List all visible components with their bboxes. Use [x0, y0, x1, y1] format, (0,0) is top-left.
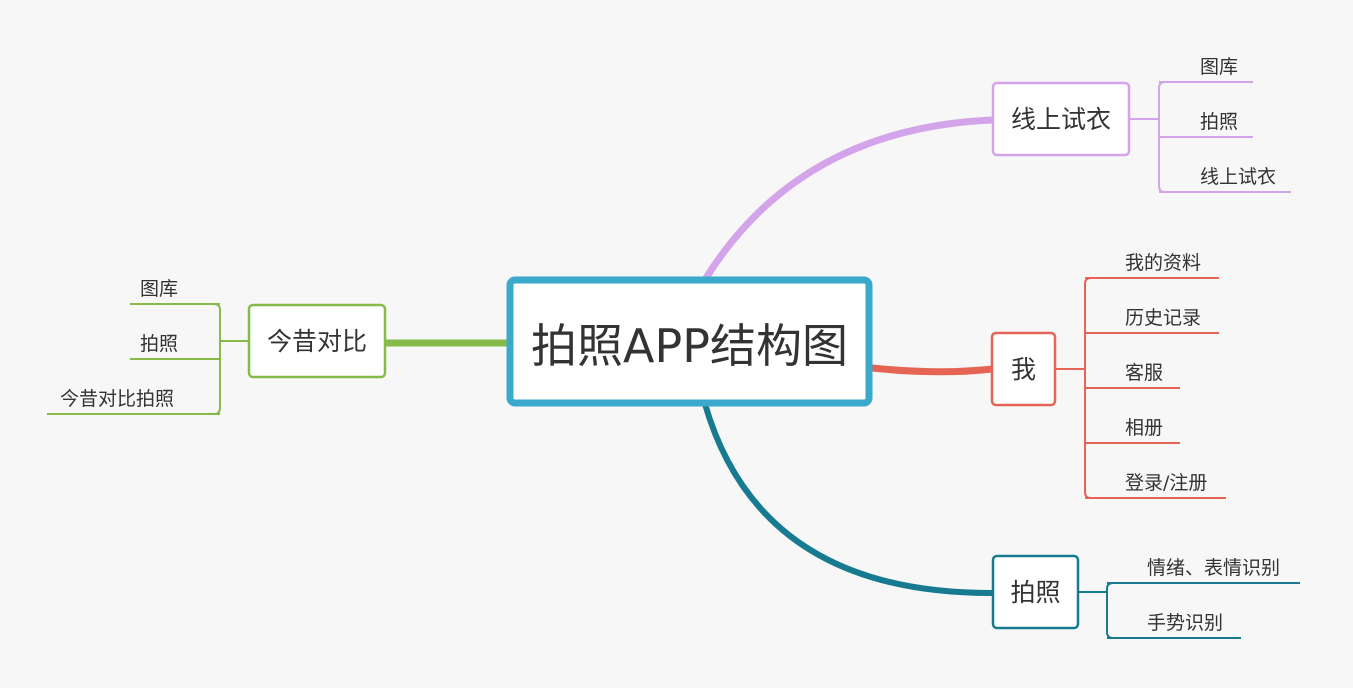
branch-label-me: 我 [1011, 355, 1036, 384]
branch-label-photo: 拍照 [1010, 578, 1060, 607]
child-label: 图库 [1200, 56, 1238, 78]
child-label: 拍照 [140, 333, 178, 355]
child-label: 线上试衣 [1200, 166, 1276, 188]
child-label: 图库 [140, 278, 178, 300]
branch-label-then-now: 今昔对比 [267, 327, 367, 356]
root-label: 拍照APP结构图 [531, 319, 848, 373]
child-label: 相册 [1125, 417, 1163, 439]
child-label: 今昔对比拍照 [60, 388, 174, 410]
connector-online-tryon [702, 116, 997, 282]
child-label: 拍照 [1200, 111, 1238, 133]
child-bracket [1106, 582, 1114, 639]
root-box [506, 276, 873, 407]
child-label: 情绪、表情识别 [1147, 557, 1280, 579]
child-label: 历史记录 [1125, 307, 1201, 329]
connector-photo [702, 401, 996, 597]
child-label: 客服 [1125, 362, 1163, 384]
connectors [381, 116, 997, 597]
root-node[interactable]: 拍照APP结构图 [506, 276, 873, 407]
child-label: 我的资料 [1125, 252, 1201, 274]
connector-me [868, 364, 996, 376]
child-label: 登录/注册 [1125, 472, 1207, 494]
branch-label-online-tryon: 线上试衣 [1011, 105, 1111, 134]
child-label: 手势识别 [1147, 612, 1223, 634]
nodes: 线上试衣图库拍照线上试衣我我的资料历史记录客服相册登录/注册拍照情绪、表情识别手… [47, 56, 1300, 639]
